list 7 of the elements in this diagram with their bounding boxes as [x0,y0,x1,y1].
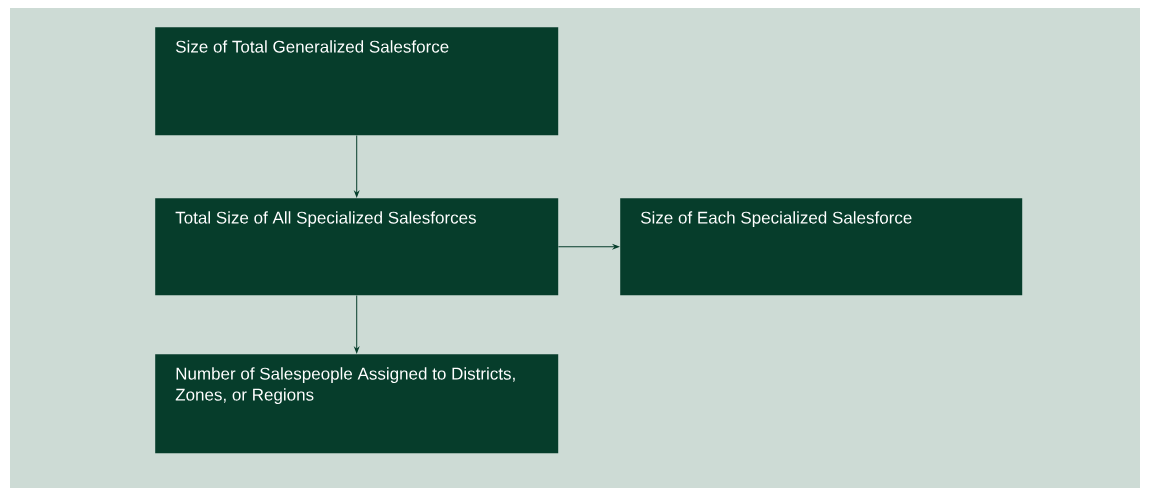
arrow [354,294,360,354]
process-box: Size of Each Specialized Salesforce [620,198,1023,296]
process-box: Total Size of All Specialized Salesforces [155,198,559,296]
arrow [557,244,620,250]
arrow [354,134,360,198]
process-box: Size of Total Generalized Salesforce [155,27,559,136]
process-box: Number of Salespeople Assigned to Districts, Zones, or Regions [155,354,559,454]
